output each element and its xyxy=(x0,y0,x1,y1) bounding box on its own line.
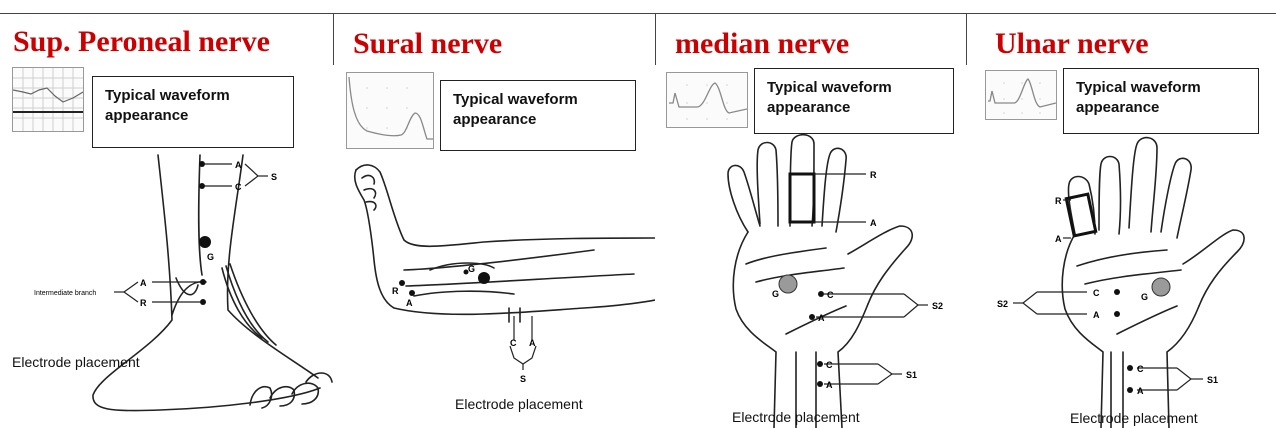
label-a2: A xyxy=(1093,310,1100,320)
hand-median-illustration: R A G C A S2 C A S1 xyxy=(656,134,966,428)
electrode-caption: Electrode placement xyxy=(1070,410,1198,426)
label-c2: C xyxy=(1137,364,1144,374)
label-r: R xyxy=(870,170,877,180)
label-c2: C xyxy=(826,360,833,370)
label-g: G xyxy=(772,289,779,299)
label-c: C xyxy=(510,338,517,348)
waveform-thumbnail xyxy=(346,72,434,149)
label-g: G xyxy=(1141,292,1148,302)
label-intermediate-branch: Intermediate branch xyxy=(34,290,96,297)
electrode-caption: Electrode placement xyxy=(12,354,140,370)
electrode-caption: Electrode placement xyxy=(455,396,583,412)
foot-ankle-illustration: A C S G A R Intermediate branch xyxy=(0,150,333,428)
label-r: R xyxy=(392,286,399,296)
waveform-label-box: Typical waveform appearance xyxy=(754,68,954,134)
label-a-low: A xyxy=(140,278,147,288)
panel-title: Sup. Peroneal nerve xyxy=(13,27,270,57)
waveform-label-box: Typical waveform appearance xyxy=(92,76,294,148)
electrode-caption: Electrode placement xyxy=(732,409,860,425)
panel-title: median nerve xyxy=(675,29,849,59)
waveform-thumbnail xyxy=(12,67,84,132)
label-s1: S1 xyxy=(1207,375,1218,385)
label-c: C xyxy=(1093,288,1100,298)
foot-leg-illustration: G R A C A S xyxy=(334,150,655,428)
panel-title: Sural nerve xyxy=(353,29,502,59)
label-s: S xyxy=(271,172,277,182)
panel-ulnar: Ulnar nerve Typical waveform appearance xyxy=(967,0,1276,428)
label-c-top: C xyxy=(235,182,242,192)
panel-sural: Sural nerve Typical waveform appearance xyxy=(334,0,655,428)
label-a3: A xyxy=(1137,386,1144,396)
label-s: S xyxy=(520,374,526,384)
label-r-low: R xyxy=(140,298,147,308)
waveform-thumbnail xyxy=(666,72,748,128)
label-r: R xyxy=(1055,196,1062,206)
waveform-thumbnail xyxy=(985,70,1057,120)
label-g: G xyxy=(207,252,214,262)
panel-sup-peroneal: Sup. Peroneal nerve Typical waveform app… xyxy=(0,0,333,428)
waveform-label-box: Typical waveform appearance xyxy=(1063,68,1259,134)
label-s2: S2 xyxy=(932,301,943,311)
label-a2: A xyxy=(818,313,825,323)
label-s1: S1 xyxy=(906,370,917,380)
label-a3: A xyxy=(826,380,833,390)
hand-ulnar-illustration: R A S2 C A G C A S1 xyxy=(967,134,1276,428)
label-a-top: A xyxy=(235,160,242,170)
label-a: A xyxy=(406,298,413,308)
label-g: G xyxy=(468,264,475,274)
label-a: A xyxy=(870,218,877,228)
label-s2: S2 xyxy=(997,299,1008,309)
panel-title: Ulnar nerve xyxy=(995,29,1149,59)
panel-median: median nerve Typical waveform appearance xyxy=(656,0,966,428)
label-a: A xyxy=(1055,234,1062,244)
waveform-label-box: Typical waveform appearance xyxy=(440,80,636,151)
label-c: C xyxy=(827,290,834,300)
label-a2: A xyxy=(529,338,536,348)
